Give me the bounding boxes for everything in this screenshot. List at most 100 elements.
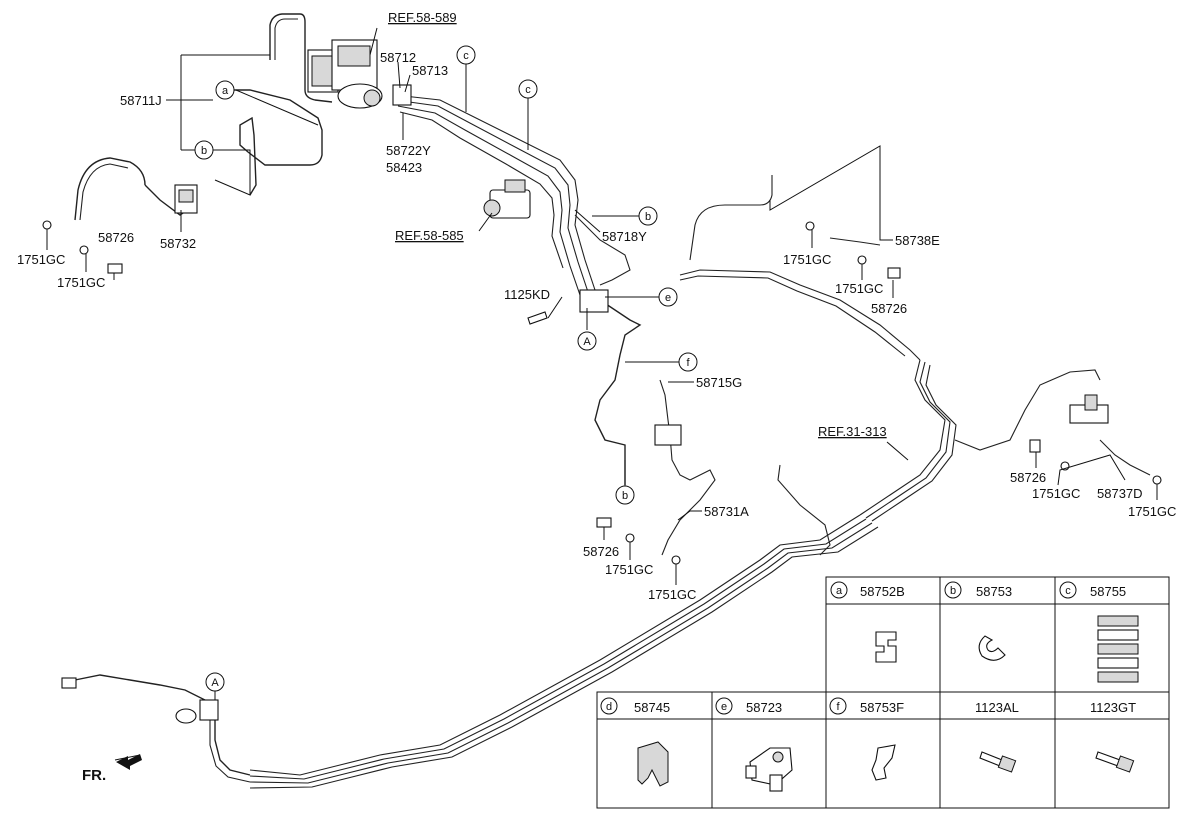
svg-text:f: f [686,357,690,369]
underbody-2 [249,518,867,780]
rear-left-end [61,677,219,724]
svg-text:b: b [645,211,651,223]
reference-labels: REF.58-589 REF.58-585 REF.31-313 [388,10,887,439]
fitting-1751gc-e [625,533,635,543]
label-58731a: 58731A [704,504,749,519]
rear-right-hose [1099,439,1151,476]
label-58726-b: 58726 [871,301,907,316]
front-underbody-end-2 [209,720,251,783]
legend-part-58745: 58745 [634,700,670,715]
abs-block-left-face [311,55,335,87]
front-underbody-end [74,674,251,776]
callout-c-2: c [518,79,538,99]
label-1751gc-e: 1751GC [605,562,653,577]
brake-line-abs-upper-inner [274,18,298,60]
connector-block [392,84,412,106]
abs-module [307,39,383,109]
label-58737d: 58737D [1097,486,1143,501]
fitting-1751gc-c [805,221,815,231]
line-3 [397,105,581,296]
front-valve [175,708,197,724]
line-2 [394,99,589,293]
svg-text:b: b [950,585,956,597]
underbody-4 [249,526,879,789]
bolt-1123al-head-icon [997,755,1017,773]
clip-58755-icon [1097,615,1139,683]
fitting-1751gc-b [79,245,89,255]
main-brake-line-bundle [394,94,716,556]
valve-cap [483,199,501,217]
brake-line-abs-upper [269,13,333,103]
label-58726-a: 58726 [98,230,134,245]
parts-legend-table: a 58752B b 58753 c 58755 [596,576,1170,809]
legend-cell-a: a 58752B [830,581,905,663]
clip-58745-icon [637,741,669,787]
label-1751gc-g: 1751GC [1032,486,1080,501]
rear-line-b [679,275,906,357]
label-1125kd: 1125KD [504,287,550,302]
label-58712: 58712 [380,50,416,65]
line-1 [394,94,596,291]
label-1751gc-h: 1751GC [1128,504,1176,519]
rear-line-loop [777,464,831,556]
rear-line-d [865,361,951,519]
clip-58753f-icon [871,744,896,781]
ref-58-589: REF.58-589 [388,10,457,25]
clip-58753-icon [978,635,1006,661]
callout-b-2: b [638,206,658,226]
rear-right-branch [954,369,1101,451]
legend-cell-1123al: 1123AL [975,700,1019,773]
fitting-front [61,677,77,689]
label-1751gc-c: 1751GC [783,252,831,267]
underbody-1 [249,514,861,776]
part-number-labels: 58711J 58712 58713 58722Y 58423 58732 58… [17,50,1176,602]
bolt-1125kd [527,311,548,325]
legend-part-58755: 58755 [1090,584,1126,599]
label-1751gc-a: 1751GC [17,252,65,267]
label-58726-d: 58726 [1010,470,1046,485]
svg-text:b: b [622,490,628,502]
label-58722y: 58722Y [386,143,431,158]
svg-text:a: a [836,585,843,597]
ref-58-585: REF.58-585 [395,228,464,243]
ref-31-313: REF.31-313 [818,424,887,439]
fitting-58726-d [1029,439,1041,453]
callout-e-1: e [658,287,678,307]
clip-58752b-icon [875,631,897,663]
svg-text:c: c [525,84,531,96]
long-underbody-lines [74,514,879,789]
rear-right-brake-lines [679,175,1151,556]
connector-58712 [392,84,412,106]
label-58732: 58732 [160,236,196,251]
svg-text:A: A [583,336,591,348]
front-label: FR. [82,767,106,784]
legend-cell-f: f 58753F [829,697,904,781]
legend-part-58723: 58723 [746,700,782,715]
svg-text:c: c [1065,585,1071,597]
line-4 [399,111,564,269]
svg-text:e: e [665,292,671,304]
rear-line-a [679,269,921,361]
legend-cell-1123gt: 1123GT [1090,700,1136,773]
svg-text:f: f [836,701,840,713]
label-1751gc-b: 1751GC [57,275,105,290]
callout-c-1: c [456,45,476,65]
fitting-1751gc-a [42,220,52,230]
legend-part-1123gt: 1123GT [1090,700,1136,715]
legend-part-58753: 58753 [976,584,1012,599]
line-58718y [574,214,631,286]
line-center-down [594,299,642,485]
callout-a-1: a [215,80,235,100]
legend-cell-d: d 58745 [600,697,670,787]
rear-hose-58738e [829,237,881,246]
center-bracket [579,289,682,446]
front-left-bracket [174,184,198,214]
valve-top [504,179,526,193]
front-left-hose-inner [79,163,129,221]
label-58738e: 58738E [895,233,940,248]
legend-part-58752b: 58752B [860,584,905,599]
svg-text:A: A [211,677,219,689]
label-1751gc-f: 1751GC [648,587,696,602]
legend-cell-e: e 58723 [715,697,793,792]
